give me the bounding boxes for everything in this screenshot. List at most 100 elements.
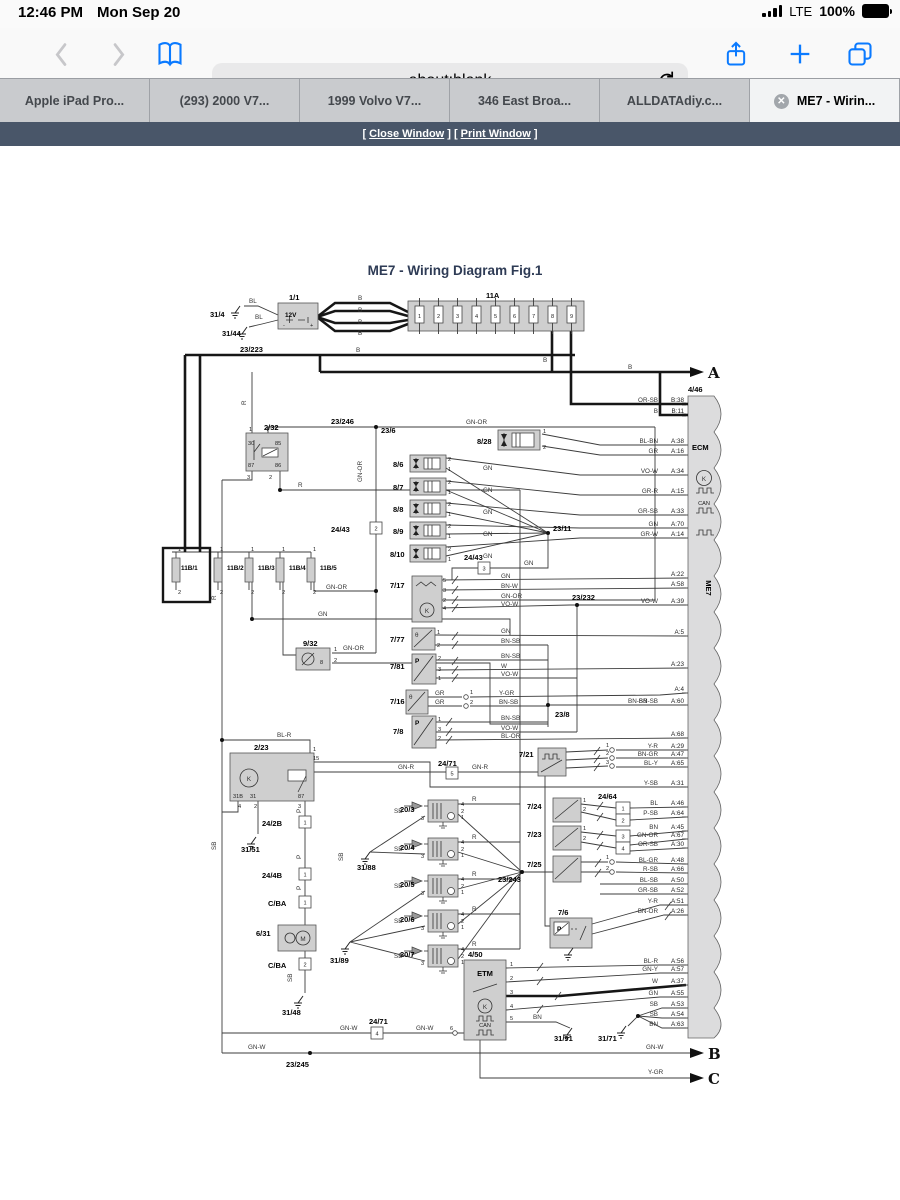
svg-text:R: R <box>472 871 477 878</box>
svg-text:VO-W: VO-W <box>501 671 518 678</box>
svg-text:2: 2 <box>606 866 609 872</box>
svg-text:B: B <box>708 1045 721 1063</box>
svg-text:BN-SB: BN-SB <box>499 699 518 706</box>
svg-text:A:48: A:48 <box>671 857 684 864</box>
svg-text:GN-Y: GN-Y <box>642 966 659 973</box>
share-icon[interactable] <box>722 40 750 68</box>
svg-text:1: 1 <box>583 826 586 832</box>
tab-2[interactable]: (293) 2000 V7... <box>150 79 300 123</box>
svg-text:8/7: 8/7 <box>393 483 403 492</box>
svg-text:BN-OR: BN-OR <box>638 908 659 915</box>
svg-text:SB: SB <box>287 974 294 982</box>
svg-text:GN-R: GN-R <box>398 764 415 771</box>
svg-text:3: 3 <box>421 926 424 932</box>
svg-text:BN: BN <box>533 1014 542 1021</box>
svg-text:30: 30 <box>248 441 254 447</box>
svg-text:3: 3 <box>621 835 624 841</box>
svg-text:20/7: 20/7 <box>400 950 415 959</box>
svg-text:4: 4 <box>443 606 446 612</box>
back-icon[interactable] <box>48 40 76 68</box>
svg-text:A:67: A:67 <box>671 832 684 839</box>
svg-text:1: 1 <box>437 630 440 636</box>
svg-text:CAN: CAN <box>698 501 710 507</box>
svg-text:K: K <box>425 608 430 615</box>
svg-text:P: P <box>296 886 303 890</box>
svg-text:ETM: ETM <box>477 969 493 978</box>
svg-text:23/245: 23/245 <box>286 1060 309 1069</box>
svg-text:3: 3 <box>247 475 250 481</box>
svg-text:BN-W: BN-W <box>501 583 518 590</box>
svg-text:GN-R: GN-R <box>472 764 489 771</box>
svg-text:K: K <box>247 776 252 783</box>
svg-text:GN-W: GN-W <box>340 1025 358 1032</box>
svg-text:2: 2 <box>443 598 446 604</box>
battery-icon <box>862 4 892 18</box>
svg-text:A:33: A:33 <box>671 508 684 515</box>
svg-text:8/6: 8/6 <box>393 460 403 469</box>
svg-text:2: 2 <box>448 480 451 486</box>
new-tab-icon[interactable] <box>786 40 814 68</box>
svg-text:C/BA: C/BA <box>268 899 287 908</box>
tabs-overview-icon[interactable] <box>846 40 874 68</box>
bracket: [ <box>362 128 367 140</box>
svg-text:1: 1 <box>448 534 451 540</box>
svg-text:3: 3 <box>421 891 424 897</box>
svg-text:7: 7 <box>532 314 535 320</box>
svg-text:VO-W: VO-W <box>501 725 518 732</box>
svg-text:GR-R: GR-R <box>642 488 659 495</box>
svg-text:1: 1 <box>334 647 337 653</box>
tab-5[interactable]: ALLDATAdiy.c... <box>600 79 750 123</box>
svg-text:23/6: 23/6 <box>381 426 396 435</box>
tab-close-icon[interactable]: ✕ <box>773 93 789 109</box>
svg-text:BN-SB: BN-SB <box>628 698 647 705</box>
svg-text:A:37: A:37 <box>671 978 684 985</box>
svg-text:31/4: 31/4 <box>210 310 225 319</box>
tab-3[interactable]: 1999 Volvo V7... <box>300 79 450 123</box>
tab-1[interactable]: Apple iPad Pro... <box>0 79 150 123</box>
svg-text:1: 1 <box>448 490 451 496</box>
close-window-link[interactable]: Close Window <box>369 128 445 140</box>
svg-text:11A: 11A <box>486 291 500 300</box>
svg-text:M: M <box>300 936 305 943</box>
bookmarks-icon[interactable] <box>156 40 184 68</box>
svg-text:23/232: 23/232 <box>572 593 595 602</box>
svg-text:BL-GR: BL-GR <box>639 857 659 864</box>
svg-text:3: 3 <box>438 667 441 673</box>
svg-text:87: 87 <box>298 794 304 800</box>
svg-text:4: 4 <box>461 877 464 883</box>
svg-text:1: 1 <box>621 807 624 813</box>
svg-text:R: R <box>241 400 248 405</box>
svg-text:ECM: ECM <box>692 443 709 452</box>
svg-text:SB: SB <box>394 846 402 853</box>
svg-text:A:31: A:31 <box>671 780 684 787</box>
svg-text:GN-OR: GN-OR <box>637 832 658 839</box>
tab-6[interactable]: ✕ME7 - Wirin... <box>750 79 900 123</box>
svg-text:A:34: A:34 <box>671 468 684 475</box>
svg-text:BL-R: BL-R <box>277 732 292 739</box>
svg-text:GR-SB: GR-SB <box>638 508 658 515</box>
svg-text:A:5: A:5 <box>675 629 685 636</box>
svg-text:A:22: A:22 <box>671 571 684 578</box>
svg-text:BN-SB: BN-SB <box>501 715 520 722</box>
cellular-signal-icon <box>762 5 783 17</box>
svg-text:7/81: 7/81 <box>390 662 405 671</box>
svg-text:2: 2 <box>448 502 451 508</box>
forward-icon[interactable] <box>104 40 132 68</box>
svg-text:1: 1 <box>282 547 285 553</box>
svg-text:A:68: A:68 <box>671 731 684 738</box>
svg-text:BN-SB: BN-SB <box>501 638 520 645</box>
svg-text:BL-R: BL-R <box>644 958 659 965</box>
svg-text:A:39: A:39 <box>671 598 684 605</box>
svg-text:8/28: 8/28 <box>477 437 492 446</box>
print-window-link[interactable]: Print Window <box>460 128 531 140</box>
svg-text:8/9: 8/9 <box>393 527 403 536</box>
svg-text:3: 3 <box>421 854 424 860</box>
svg-text:2: 2 <box>461 954 464 960</box>
svg-text:GN: GN <box>483 465 493 472</box>
svg-text:9: 9 <box>570 314 573 320</box>
svg-text:BL-BN: BL-BN <box>639 438 658 445</box>
svg-text:1: 1 <box>448 512 451 518</box>
svg-text:8/8: 8/8 <box>393 505 403 514</box>
tab-4[interactable]: 346 East Broa... <box>450 79 600 123</box>
